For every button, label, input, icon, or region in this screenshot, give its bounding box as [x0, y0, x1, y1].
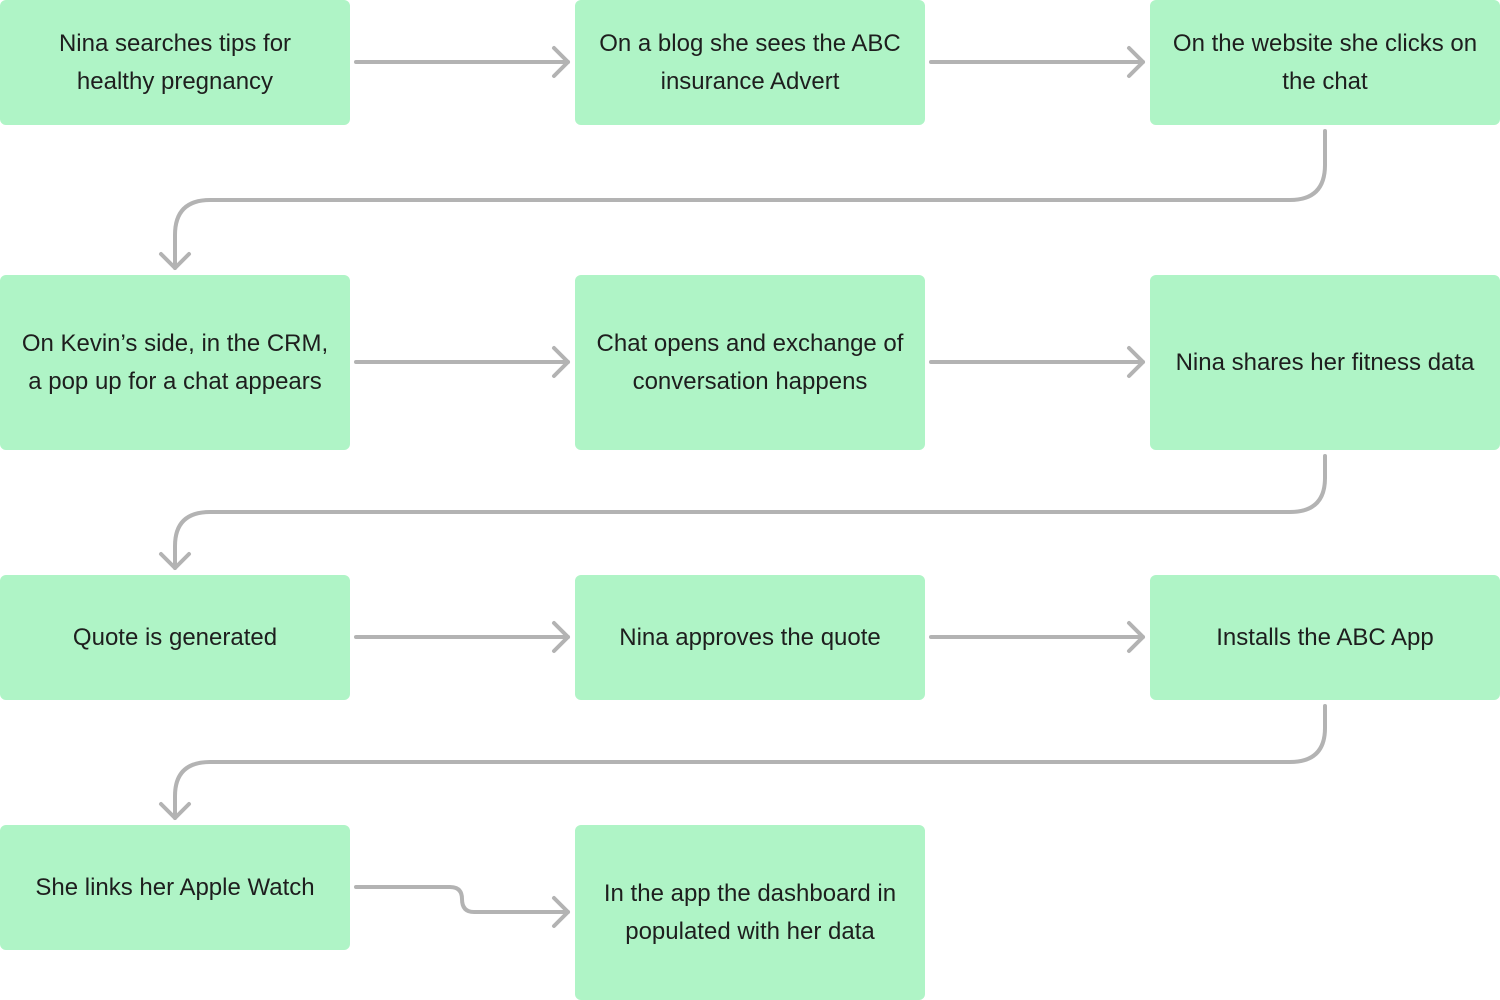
step-website-chat-click[interactable]: On the website she clicks on the chat — [1150, 0, 1500, 125]
step-label: On a blog she sees the ABC insurance Adv… — [599, 29, 901, 95]
step-installs-app[interactable]: Installs the ABC App — [1150, 575, 1500, 700]
step-chat-conversation[interactable]: Chat opens and exchange of conversation … — [575, 275, 925, 450]
step-label: On Kevin’s side, in the CRM, a pop up fo… — [21, 329, 329, 395]
edge-n8-n9 — [929, 621, 1145, 653]
step-crm-chat-popup[interactable]: On Kevin’s side, in the CRM, a pop up fo… — [0, 275, 350, 450]
edge-n1-n2 — [354, 46, 570, 78]
step-blog-advert[interactable]: On a blog she sees the ABC insurance Adv… — [575, 0, 925, 125]
step-shares-fitness-data[interactable]: Nina shares her fitness data — [1150, 275, 1500, 450]
edge-n6-n7 — [159, 454, 1327, 570]
step-label: She links her Apple Watch — [35, 873, 315, 901]
step-label: Nina shares her fitness data — [1175, 348, 1475, 376]
step-quote-generated[interactable]: Quote is generated — [0, 575, 350, 700]
edge-n3-n4 — [159, 129, 1327, 270]
step-links-apple-watch[interactable]: She links her Apple Watch — [0, 825, 350, 950]
step-dashboard-populated[interactable]: In the app the dashboard in populated wi… — [575, 825, 925, 1000]
edge-n2-n3 — [929, 46, 1145, 78]
step-nina-searches-tips[interactable]: Nina searches tips for healthy pregnancy — [0, 0, 350, 125]
step-label: Quote is generated — [72, 623, 278, 651]
edge-n7-n8 — [354, 621, 570, 653]
edge-n4-n5 — [354, 346, 570, 378]
edge-n10-n11 — [354, 885, 570, 928]
edge-n9-n10 — [159, 704, 1327, 820]
step-label: Chat opens and exchange of conversation … — [596, 329, 904, 395]
edge-n5-n6 — [929, 346, 1145, 378]
step-approves-quote[interactable]: Nina approves the quote — [575, 575, 925, 700]
step-label: Installs the ABC App — [1216, 623, 1434, 651]
step-label: On the website she clicks on the chat — [1172, 29, 1478, 95]
step-label: Nina approves the quote — [619, 623, 881, 651]
step-label: In the app the dashboard in populated wi… — [603, 879, 897, 945]
step-label: Nina searches tips for healthy pregnancy — [58, 29, 292, 95]
